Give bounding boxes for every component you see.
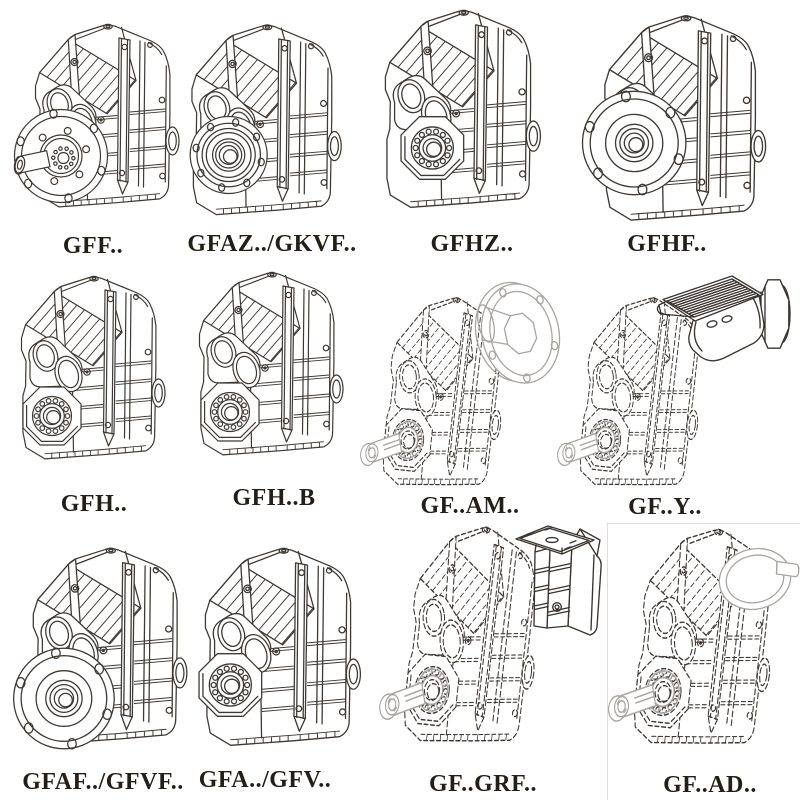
model-label-gfa-gfv: GFA../GFV..: [198, 767, 332, 793]
model-label-gf-ad: GF..AD..: [663, 772, 757, 798]
drawing-gfaz-gkvf: [189, 24, 342, 216]
primary-gear-unit: [515, 525, 602, 636]
model-label-gf-am: GF..AM..: [420, 493, 520, 519]
input-flange-adapter: [474, 281, 561, 384]
drawing-gfh-b: [198, 271, 344, 456]
drawing-gff: [13, 23, 180, 208]
model-label-gfhf: GFHF..: [627, 231, 707, 257]
drawing-gfhf: [581, 14, 767, 221]
cell-frame: [607, 523, 800, 800]
model-label-gfhz: GFHZ..: [430, 231, 514, 257]
drawing-gf-grf: [377, 519, 602, 753]
model-label-gfaf-gfvf: GFAF../GFVF..: [22, 769, 184, 795]
drawing-gfh: [20, 275, 166, 460]
drawing-gf-ad: [606, 521, 800, 755]
drawing-gf-y: [555, 275, 791, 495]
drawing-gf-am: [358, 281, 561, 495]
model-label-gfh-b: GFH..B: [232, 485, 316, 511]
model-label-gfh: GFH..: [60, 491, 128, 517]
model-label-gfaz-gkvf: GFAZ../GKVF..: [187, 231, 357, 257]
motor: [656, 275, 791, 362]
model-label-gff: GFF..: [62, 233, 124, 259]
input-shaft-adapter: [718, 547, 800, 611]
drawing-gfaf-gfvf: [13, 547, 188, 750]
drawing-gfhz: [384, 9, 542, 208]
drawing-gfa-gfv: [198, 547, 362, 746]
model-label-gf-y: GF..Y..: [628, 494, 702, 520]
model-label-gf-grf: GF..GRF..: [428, 771, 538, 797]
